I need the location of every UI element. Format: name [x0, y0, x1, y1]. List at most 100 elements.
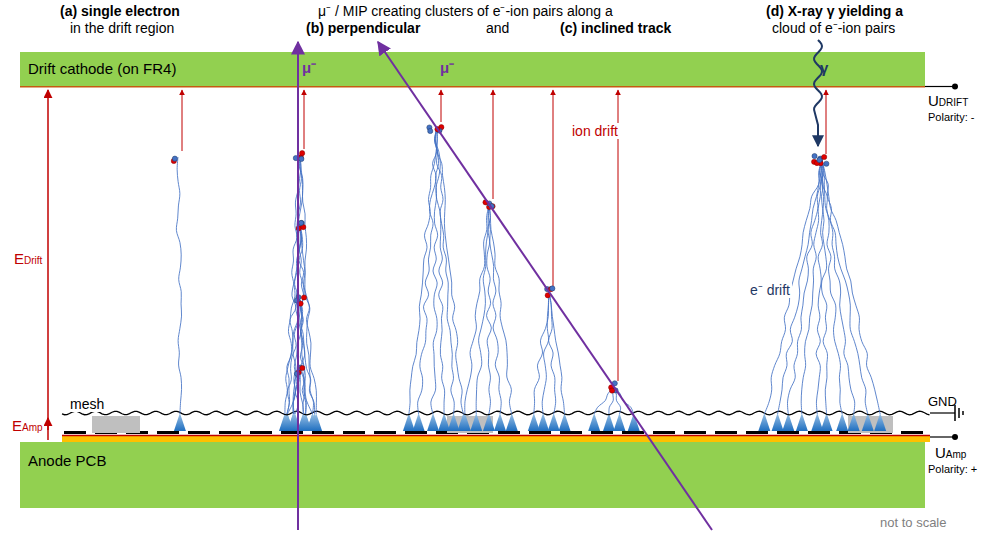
electron-drift-path	[594, 387, 614, 414]
electron	[296, 295, 301, 300]
polarity-note: Polarity: -	[928, 111, 974, 124]
inclined-track	[378, 42, 712, 530]
anode-pcb-band: Anode PCB	[20, 442, 925, 508]
readout-strip	[746, 431, 768, 434]
ion	[296, 370, 301, 375]
ion	[545, 293, 550, 298]
electron-drift-path	[176, 157, 181, 414]
readout-strip	[343, 431, 365, 434]
ion-drift-arrow	[553, 90, 554, 286]
avalanche	[483, 413, 495, 431]
avalanche	[403, 413, 415, 431]
ion	[437, 127, 442, 132]
avalanche	[279, 413, 291, 431]
ion	[487, 204, 492, 209]
signal-name: UDRIFT	[928, 92, 968, 109]
electron-drift-path	[298, 155, 305, 414]
electron	[293, 155, 298, 160]
avalanche	[427, 413, 439, 431]
readout-strip	[436, 431, 458, 434]
electron	[812, 153, 817, 158]
electron-drift-path	[614, 387, 634, 414]
drift-terminal-wire	[925, 86, 955, 87]
electron	[298, 220, 303, 225]
electron-drift-paths	[176, 128, 880, 414]
electron-drift-path	[816, 160, 824, 414]
ion	[298, 301, 303, 306]
polarity-note: Polarity: +	[928, 463, 977, 476]
drift-field-arrow	[47, 90, 49, 430]
electron-drift-path	[435, 128, 454, 414]
electron-drift-path	[287, 300, 300, 414]
readout-strip	[839, 431, 861, 434]
avalanche	[457, 413, 469, 431]
readout-strip	[901, 431, 923, 434]
electron-drift-path	[609, 387, 614, 414]
avalanche	[862, 413, 874, 431]
ion	[812, 159, 817, 164]
ground-symbol	[962, 411, 964, 415]
photon-symbol: γ	[820, 59, 828, 76]
electron	[487, 201, 492, 206]
ion	[171, 158, 176, 163]
avalanche	[289, 413, 301, 431]
case-text: in the drift region	[70, 20, 174, 36]
readout-strip	[95, 431, 117, 434]
avalanche	[874, 413, 886, 431]
avalanche	[782, 413, 794, 431]
avalanche	[288, 413, 300, 431]
readout-strip	[405, 431, 427, 434]
avalanche	[528, 413, 540, 431]
avalanche	[307, 413, 319, 431]
avalanche	[298, 413, 310, 431]
avalanche	[287, 413, 299, 431]
muon-symbol: μ⁻	[302, 59, 316, 76]
electron-drift-path	[549, 292, 565, 414]
readout-strip	[777, 431, 799, 434]
drift-terminal	[952, 84, 958, 90]
electron	[613, 388, 618, 393]
electron	[612, 381, 617, 386]
avalanche	[300, 413, 312, 431]
electron-drift-path	[409, 128, 437, 414]
readout-strip	[808, 431, 830, 434]
avalanche	[306, 413, 318, 431]
readout-strip	[870, 431, 892, 434]
ion	[818, 161, 823, 166]
electron-drift-path	[788, 160, 822, 414]
drift-cathode-band: Drift cathode (on FR4) μ⁻ μ⁻ γ	[20, 52, 925, 86]
ion	[814, 160, 819, 165]
avalanche	[836, 413, 848, 431]
avalanche	[758, 413, 770, 431]
ion	[548, 286, 553, 291]
ion	[439, 125, 444, 130]
avalanche	[811, 413, 823, 431]
process-label: e⁻ drift	[748, 282, 792, 298]
readout-strip	[653, 431, 675, 434]
avalanche	[438, 413, 450, 431]
electron-drift-path	[614, 387, 621, 414]
readout-strip	[467, 431, 489, 434]
ion	[300, 365, 305, 370]
mesh-ground-wire	[930, 412, 955, 413]
amp-terminal	[952, 434, 958, 440]
avalanche	[494, 413, 506, 431]
avalanche	[559, 413, 571, 431]
avalanche	[506, 413, 518, 431]
electron-drift-path	[542, 292, 549, 414]
readout-strip	[529, 431, 551, 434]
muon-symbol: μ⁻	[440, 59, 454, 76]
band-label: Drift cathode (on FR4)	[28, 60, 176, 77]
electron	[299, 220, 304, 225]
avalanche	[297, 413, 309, 431]
ion	[609, 388, 614, 393]
avalanche	[413, 413, 425, 431]
ion-drift-arrow	[441, 90, 442, 122]
electron-drift-path	[437, 128, 464, 414]
electron-drift-path	[822, 160, 843, 414]
case-heading: (b) perpendicular	[306, 20, 420, 36]
avalanche	[548, 413, 560, 431]
avalanche	[281, 413, 293, 431]
